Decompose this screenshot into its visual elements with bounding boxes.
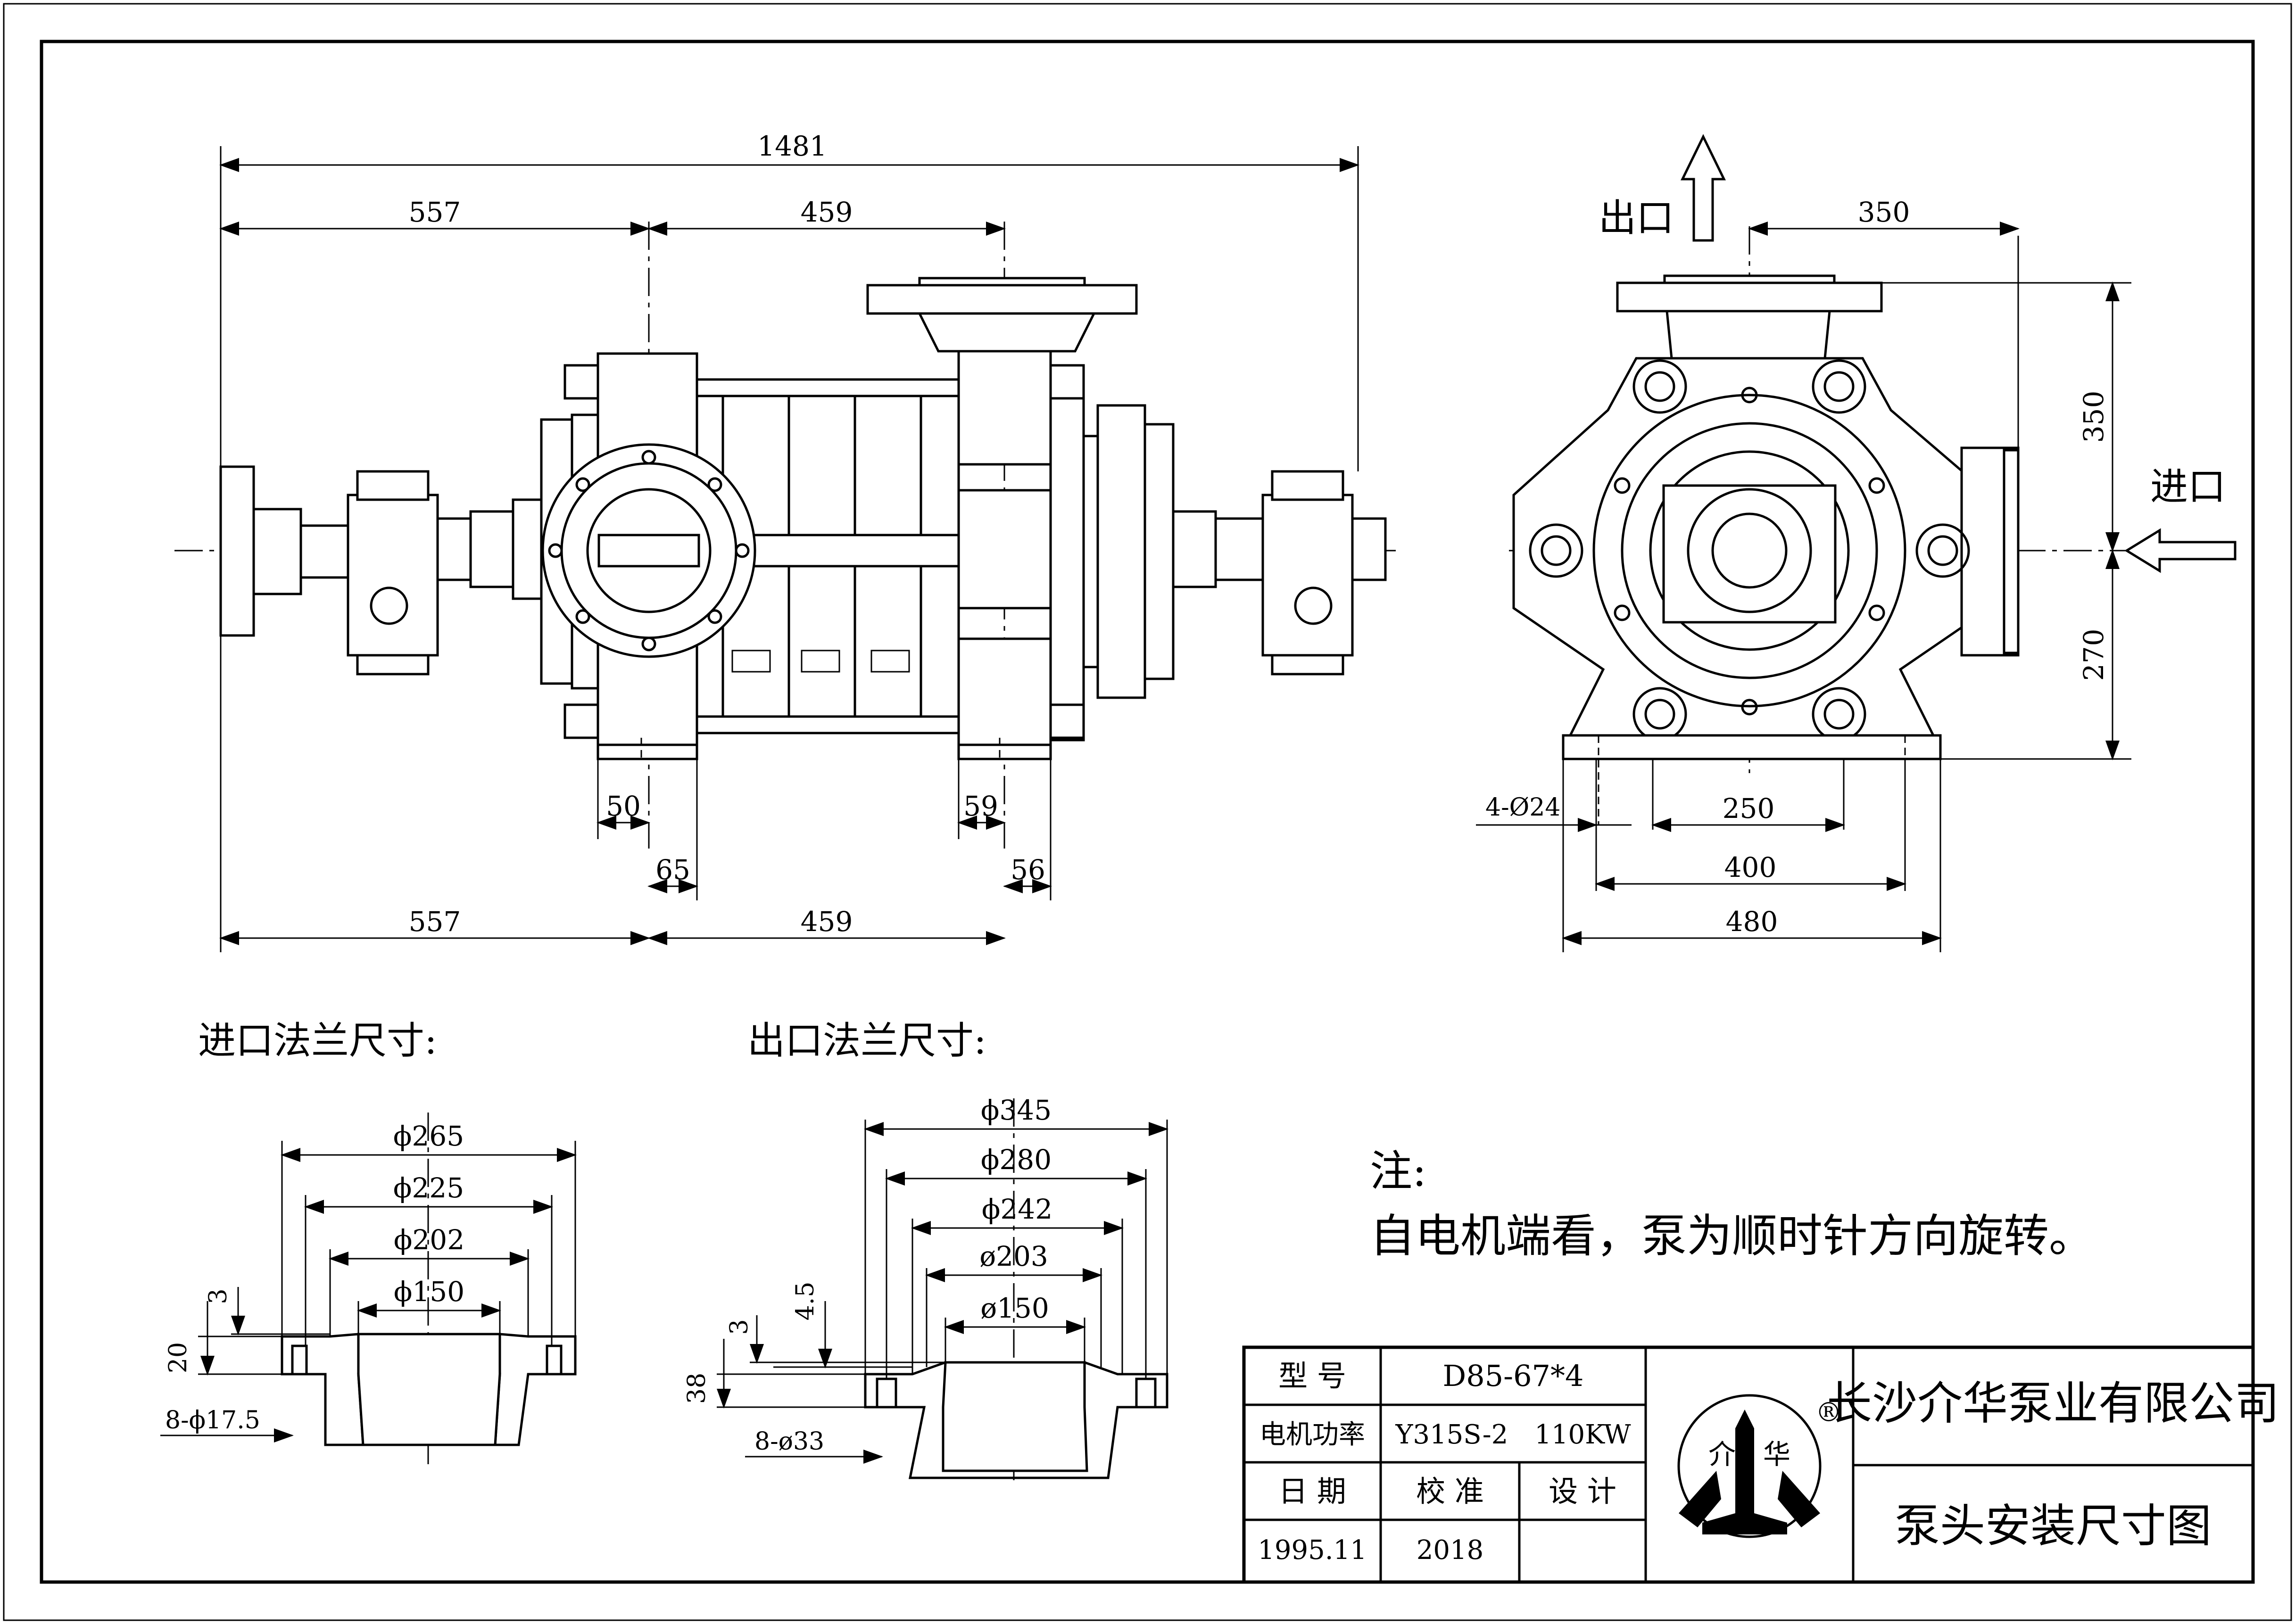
dim-557-top: 557: [409, 196, 461, 228]
dim-270-vertical: 270: [2078, 629, 2110, 681]
dim-phi345: ϕ345: [981, 1094, 1052, 1126]
outlet-flange-title: 出口法兰尺寸:: [747, 1019, 986, 1063]
company-name: 长沙介华泵业有限公司: [1827, 1377, 2279, 1430]
title-block: 型 号 D85-67*4 电机功率 Y315S-2 110KW 日 期 校 准 …: [1242, 1345, 2279, 1584]
design-label: 设 计: [1549, 1474, 1616, 1509]
registered-mark: ®: [1815, 1397, 1842, 1428]
outlet-label: 出口: [1599, 196, 1674, 240]
dim-phi150: ϕ150: [394, 1276, 464, 1308]
dim-phi202: ϕ202: [394, 1224, 464, 1256]
check-label: 校 准: [1416, 1474, 1484, 1509]
dim-350-vertical: 350: [2078, 391, 2110, 443]
dim-1481: 1481: [757, 130, 827, 162]
dim-59: 59: [963, 790, 998, 822]
inlet-label: 进口: [2150, 465, 2226, 509]
dim-dia150: ø150: [980, 1292, 1049, 1324]
dim-bolt-holes-inlet: 8-ϕ17.5: [165, 1406, 260, 1434]
note-title: 注:: [1370, 1146, 1426, 1196]
inlet-flange-detail: 进口法兰尺寸: ϕ265 ϕ225 ϕ202 ϕ150 20 3 8-ϕ17.5: [160, 1019, 577, 1471]
outer-frame: [3, 3, 2292, 1621]
motor-value: Y315S-2 110KW: [1395, 1419, 1631, 1450]
year-value: 2018: [1417, 1535, 1484, 1566]
front-view: 1481 557 459 50 59 65 56 557 459: [174, 130, 1396, 952]
dim-459-bottom: 459: [801, 906, 853, 938]
dim-557-bottom: 557: [409, 906, 461, 938]
dim-thk-4-5: 4.5: [791, 1282, 820, 1321]
dim-bolt-holes-outlet: 8-ø33: [754, 1427, 824, 1456]
dim-phi280: ϕ280: [981, 1144, 1052, 1176]
inlet-flange-title: 进口法兰尺寸:: [198, 1019, 437, 1063]
dim-phi265: ϕ265: [393, 1120, 464, 1152]
dim-459-top: 459: [801, 196, 853, 228]
jiehua-logo: 介 华 JIEHUA ®: [1677, 1394, 1842, 1538]
dim-phi242: ϕ242: [982, 1193, 1052, 1225]
dim-thk-20: 20: [164, 1342, 192, 1373]
note-text: 自电机端看，泵为顺时针方向旋转。: [1370, 1210, 2094, 1262]
dim-dia203: ø203: [979, 1240, 1048, 1272]
logo-latin: JIEHUA: [1724, 1519, 1774, 1533]
date-value: 1995.11: [1258, 1535, 1367, 1566]
note: 注: 自电机端看，泵为顺时针方向旋转。: [1370, 1146, 2094, 1262]
dim-50: 50: [606, 790, 641, 822]
dim-250: 250: [1723, 792, 1775, 824]
logo-chars: 介 华: [1708, 1438, 1790, 1470]
dim-thk-38: 38: [683, 1373, 711, 1404]
date-label: 日 期: [1278, 1474, 1346, 1509]
model-value: D85-67*4: [1443, 1359, 1584, 1393]
dim-thk-3-outlet: 3: [725, 1319, 754, 1335]
dim-phi225: ϕ225: [393, 1172, 464, 1204]
inner-frame: [40, 40, 2255, 1584]
dim-400: 400: [1724, 851, 1777, 883]
drawing-title: 泵头安装尺寸图: [1895, 1500, 2212, 1552]
dim-480: 480: [1726, 906, 1778, 938]
dim-thk-3: 3: [204, 1288, 232, 1304]
dim-65: 65: [655, 854, 690, 886]
outlet-flange-detail: 出口法兰尺寸: ϕ345 ϕ280 ϕ242 ø203 ø150 38 3: [683, 1019, 1168, 1480]
dim-4-holes: 4-Ø24: [1485, 793, 1560, 822]
side-view: 出口 进口 350 350 270 4-Ø24 250 400 480: [1476, 134, 2237, 952]
dim-350-horizontal: 350: [1858, 196, 1910, 228]
model-label: 型 号: [1278, 1359, 1346, 1393]
motor-label: 电机功率: [1259, 1419, 1365, 1450]
dim-56: 56: [1011, 854, 1045, 886]
